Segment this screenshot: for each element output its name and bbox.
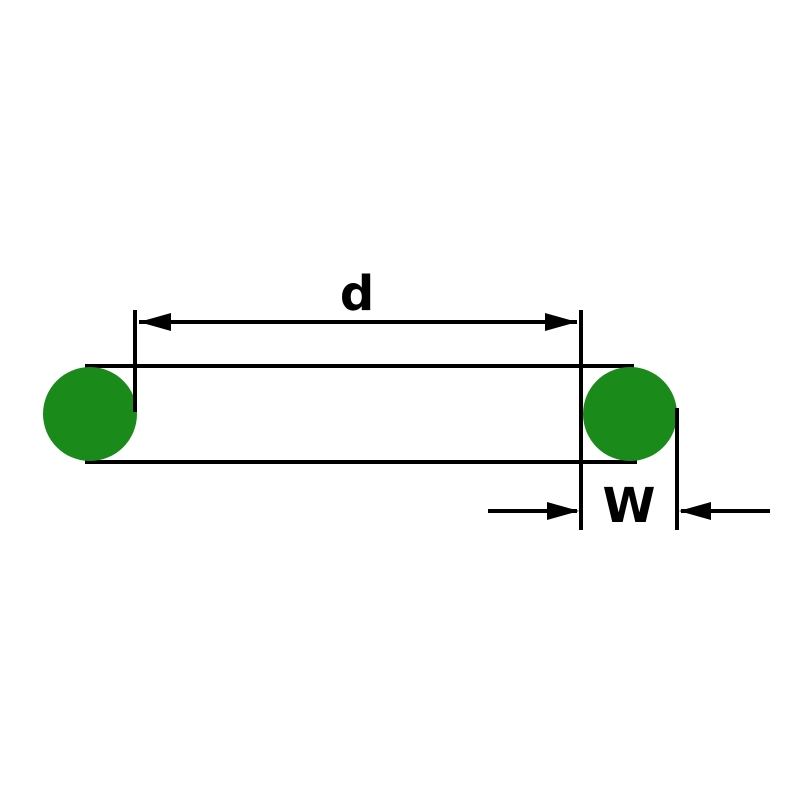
oring-left-cross-section [43, 367, 137, 461]
w-arrowhead-left [547, 502, 579, 520]
w-arrowhead-right [679, 502, 711, 520]
cross-section-width-label: W [603, 478, 656, 534]
d-arrowhead-left [139, 313, 171, 331]
inner-diameter-label: d [340, 266, 374, 322]
d-arrowhead-right [545, 313, 577, 331]
oring-right-cross-section [583, 367, 677, 461]
